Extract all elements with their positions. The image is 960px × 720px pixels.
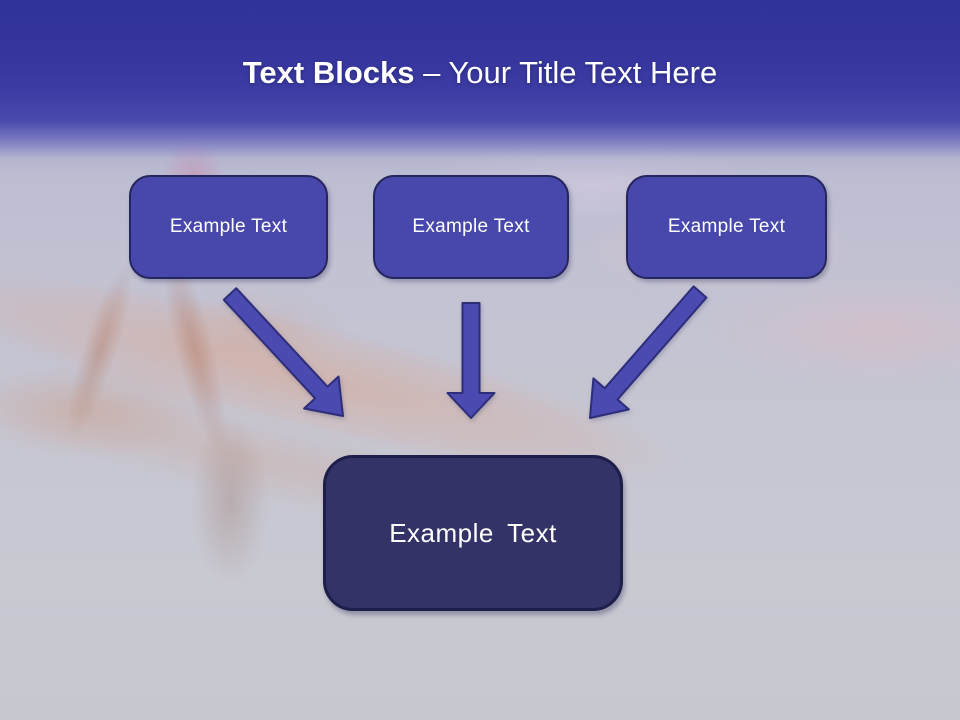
arrow-down-right-icon — [222, 287, 344, 417]
text-block-2-label: Example Text — [412, 216, 530, 237]
title-bold-text: Text Blocks — [242, 55, 415, 90]
text-block-3: Example Text — [626, 175, 827, 279]
text-block-1: Example Text — [129, 175, 328, 279]
arrow-down-icon — [446, 302, 496, 419]
text-block-3-label: Example Text — [667, 216, 786, 237]
slide-header: Text Blocks – Your Title Text Here — [0, 0, 960, 178]
text-block-1-label: Example Text — [169, 216, 288, 237]
slide-title: Text Blocks – Your Title Text Here — [0, 54, 960, 92]
arrow-down-left-icon — [589, 285, 708, 419]
target-block: Example Text — [323, 455, 623, 611]
title-rest-text: – Your Title Text Here — [423, 55, 718, 90]
target-block-label: Example Text — [389, 517, 557, 548]
text-block-2: Example Text — [373, 175, 569, 279]
